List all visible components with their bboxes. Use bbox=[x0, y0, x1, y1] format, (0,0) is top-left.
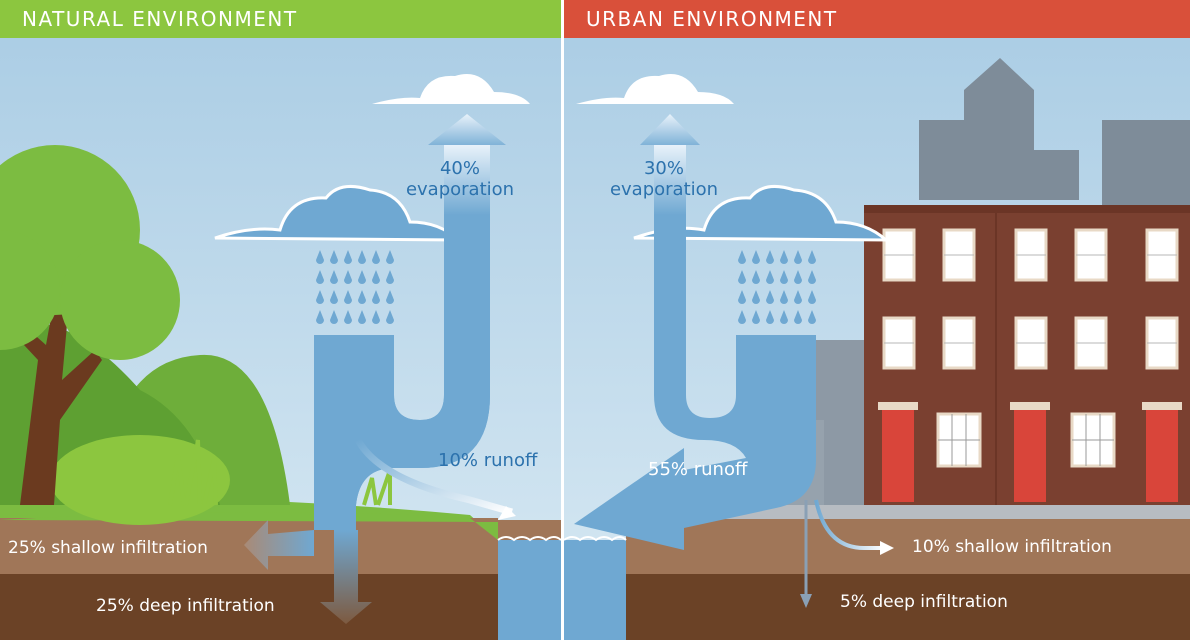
main-flow-body bbox=[314, 150, 490, 530]
rain-cloud bbox=[633, 184, 890, 242]
natural-deep-label: 25% deep infiltration bbox=[96, 596, 275, 616]
deep-infiltration-arrowhead bbox=[800, 594, 812, 608]
tree-canopy-right bbox=[60, 240, 180, 360]
urban-evaporation-label: 30% evaporation bbox=[602, 158, 726, 200]
urban-title-banner: URBAN ENVIRONMENT bbox=[564, 0, 1190, 38]
urban-evaporation-text: evaporation bbox=[609, 179, 719, 200]
urban-title: URBAN ENVIRONMENT bbox=[586, 7, 838, 31]
natural-panel: NATURAL ENVIRONMENT 40% evaporation 10% … bbox=[0, 0, 561, 640]
deep-infiltration-arrow bbox=[320, 530, 372, 624]
deep-soil bbox=[0, 574, 561, 640]
natural-evaporation-text: evaporation bbox=[405, 179, 515, 200]
runoff-arrowhead bbox=[498, 506, 516, 520]
runoff-arrow bbox=[354, 438, 513, 516]
evaporation-cloud bbox=[372, 74, 530, 104]
shallow-infiltration-arrow bbox=[244, 520, 314, 570]
raindrops bbox=[316, 250, 394, 324]
skyline-right bbox=[1102, 120, 1190, 210]
natural-title-banner: NATURAL ENVIRONMENT bbox=[0, 0, 561, 38]
urban-evaporation-percent: 30% bbox=[643, 158, 684, 179]
urban-deep-label: 5% deep infiltration bbox=[840, 592, 1008, 612]
natural-scene bbox=[0, 0, 561, 640]
main-flow bbox=[654, 150, 816, 528]
pond bbox=[564, 540, 626, 640]
bush bbox=[50, 435, 230, 525]
urban-runoff-label: 55% runoff bbox=[648, 459, 748, 480]
pond-ripples bbox=[564, 536, 627, 542]
natural-evaporation-label: 40% evaporation bbox=[398, 158, 522, 200]
deep-soil bbox=[626, 574, 1190, 640]
evaporation-arrow bbox=[640, 114, 700, 150]
natural-title: NATURAL ENVIRONMENT bbox=[22, 7, 298, 31]
evaporation-arrow-shaft bbox=[654, 145, 686, 215]
urban-shallow-label: 10% shallow infiltration bbox=[912, 537, 1112, 557]
urban-panel: URBAN ENVIRONMENT 30% evaporation 55% ru… bbox=[564, 0, 1190, 640]
grass-tufts bbox=[168, 439, 392, 506]
shallow-infiltration-arrowhead bbox=[880, 541, 894, 555]
natural-runoff-label: 10% runoff bbox=[438, 450, 538, 471]
tree-canopy-left bbox=[0, 230, 60, 350]
evaporation-cloud bbox=[576, 74, 734, 104]
building-cornice bbox=[864, 205, 1190, 213]
topsoil bbox=[626, 519, 1190, 574]
window-panes bbox=[884, 254, 1177, 344]
pond bbox=[498, 540, 561, 640]
natural-shallow-label: 25% shallow infiltration bbox=[8, 538, 208, 558]
skyline-tall bbox=[919, 58, 1079, 200]
doors bbox=[878, 402, 1182, 502]
tree-trunk bbox=[10, 290, 102, 505]
raindrops bbox=[738, 250, 816, 324]
natural-evaporation-percent: 40% bbox=[439, 158, 480, 179]
evaporation-arrow bbox=[428, 114, 506, 150]
pond-ripples bbox=[497, 536, 561, 542]
evaporation-arrow-shaft bbox=[444, 145, 490, 215]
shallow-infiltration-arrow bbox=[814, 499, 884, 550]
ground-window-panes bbox=[938, 414, 1114, 466]
urban-scene bbox=[564, 0, 1190, 640]
panel-divider bbox=[561, 0, 564, 640]
rain-cloud bbox=[214, 184, 462, 242]
runoff-arrowhead bbox=[574, 448, 684, 550]
